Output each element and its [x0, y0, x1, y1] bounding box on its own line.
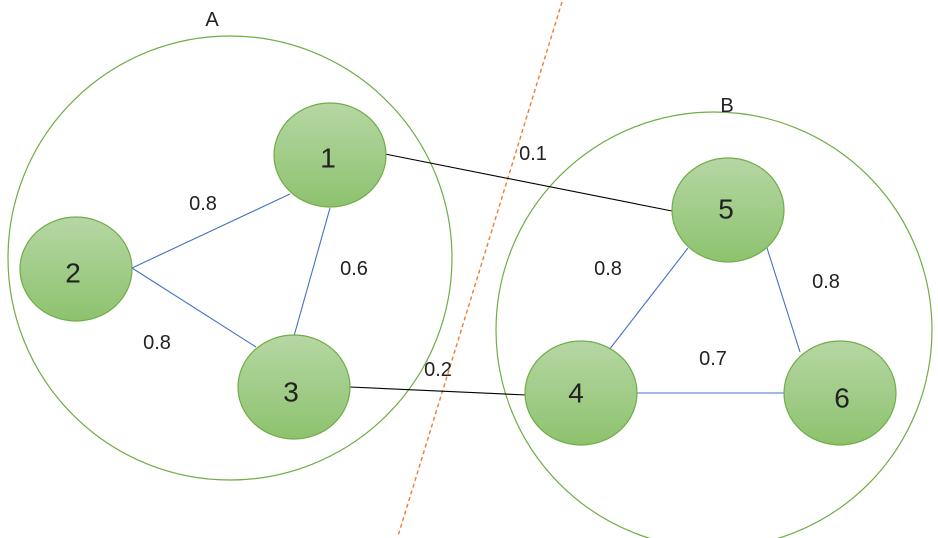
node-1-label: 1: [320, 143, 336, 174]
edge-1-5: [384, 153, 673, 212]
node-1[interactable]: 1: [273, 102, 387, 208]
edge-4-5: [608, 247, 689, 351]
edge-5-6: [766, 247, 801, 353]
node-2-label: 2: [65, 258, 81, 289]
node-6-circle: [783, 340, 897, 446]
partition-cut-line: [397, 1, 563, 537]
cluster-a-boundary: [7, 35, 453, 481]
edge-2-3-weight: 0.8: [143, 332, 171, 354]
edge-2-1-weight: 0.8: [189, 193, 217, 215]
edge-4-5-weight: 0.8: [594, 258, 622, 280]
node-2-circle: [19, 216, 133, 322]
node-3[interactable]: 3: [237, 334, 351, 440]
node-3-circle: [237, 334, 351, 440]
edge-3-4-weight: 0.2: [424, 359, 452, 381]
edge-4-6-weight: 0.7: [699, 348, 727, 370]
cluster-b-label: B: [720, 95, 733, 117]
edge-1-3-weight: 0.6: [340, 258, 368, 280]
cluster-b-boundary: [495, 111, 933, 538]
edge-3-4: [349, 386, 527, 396]
edges-group: [131, 153, 801, 396]
node-4-circle: [524, 340, 638, 446]
node-3-label: 3: [283, 377, 299, 408]
node-5-label: 5: [718, 194, 734, 225]
node-6[interactable]: 6: [783, 340, 897, 446]
node-6-label: 6: [834, 383, 850, 414]
node-1-circle: [273, 102, 387, 208]
edge-5-6-weight: 0.8: [812, 271, 840, 293]
edge-1-5-weight: 0.1: [519, 143, 547, 165]
cluster-a-label: A: [205, 9, 219, 31]
node-4-label: 4: [568, 378, 584, 409]
edge-labels-group: 0.8 0.6 0.8 0.1 0.2 0.8 0.8 0.7: [143, 143, 840, 381]
edge-2-3: [131, 267, 257, 348]
edge-2-1: [131, 193, 291, 269]
edge-1-3: [293, 207, 331, 337]
node-5[interactable]: 5: [671, 157, 785, 263]
node-5-circle: [671, 157, 785, 263]
node-4[interactable]: 4: [524, 340, 638, 446]
node-2[interactable]: 2: [19, 216, 133, 322]
